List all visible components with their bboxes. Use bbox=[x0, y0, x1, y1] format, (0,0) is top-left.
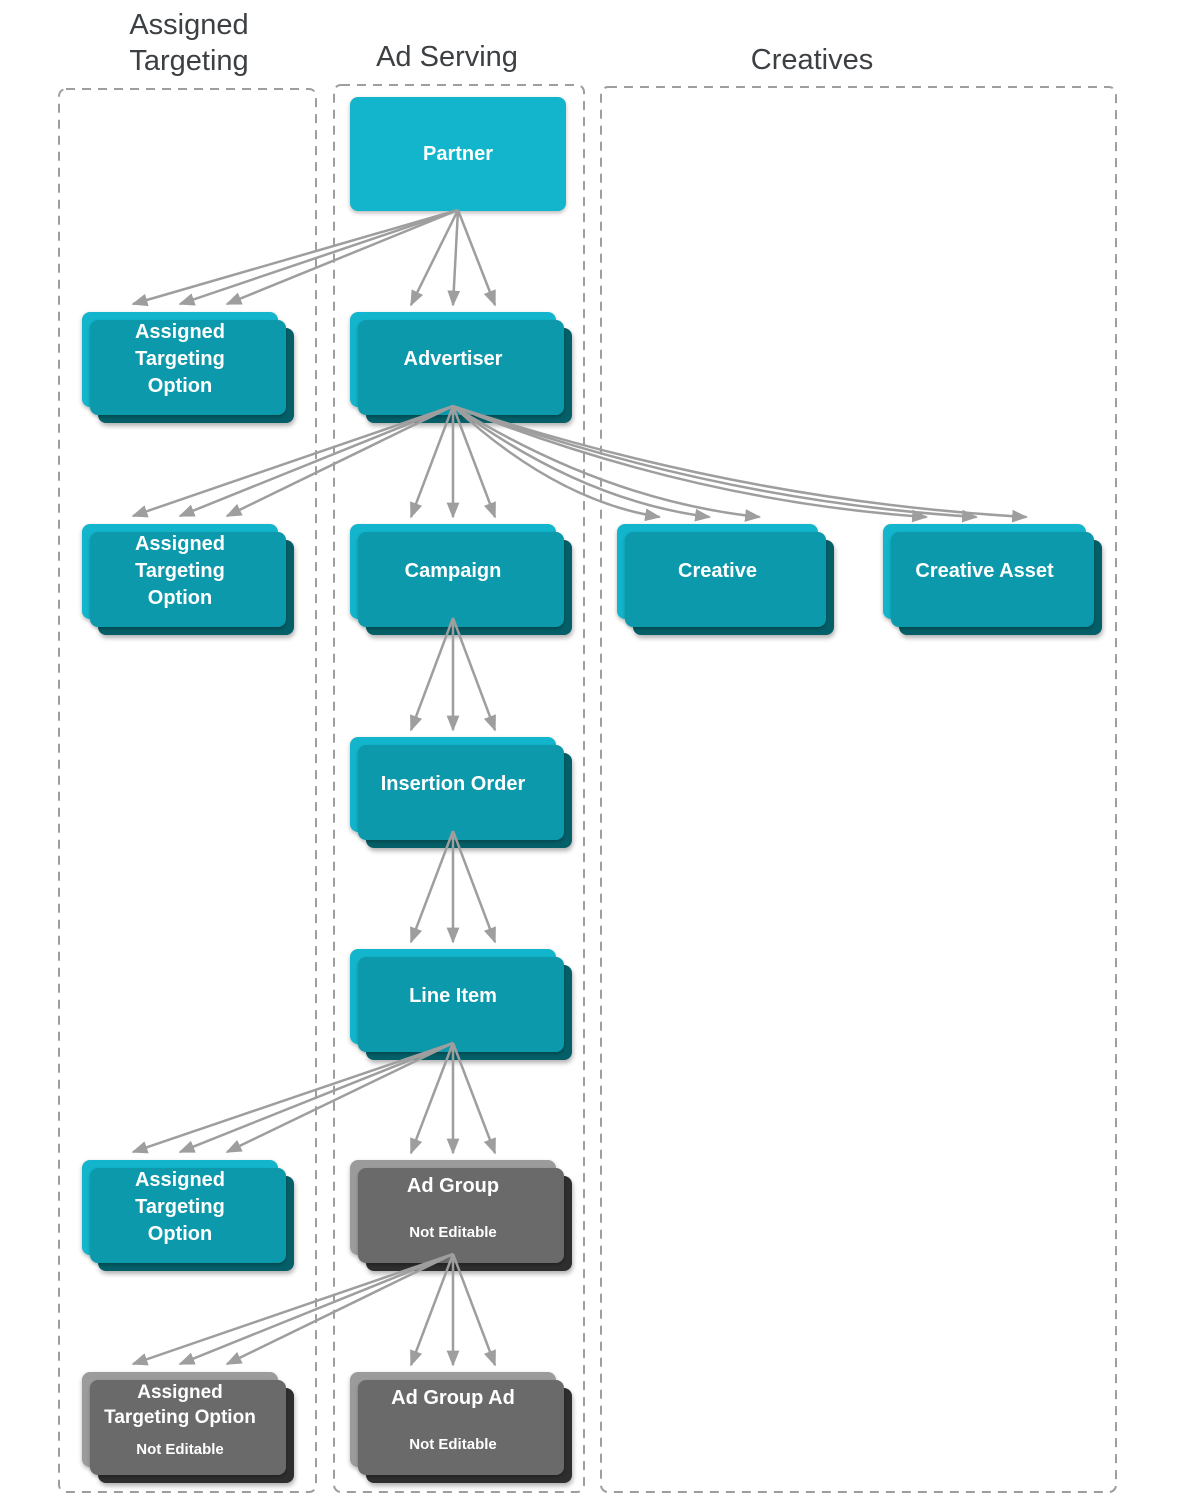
node-label: Assigned Targeting Option bbox=[134, 533, 226, 609]
node-sublabel-not-editable: Not Editable bbox=[409, 1223, 497, 1241]
node-sublabel-not-editable: Not Editable bbox=[409, 1435, 497, 1453]
node-label: Assigned Targeting Option bbox=[134, 1169, 226, 1245]
node-creative: Creative bbox=[617, 524, 818, 619]
node-line-item: Line Item bbox=[350, 949, 556, 1044]
node-label: Insertion Order bbox=[380, 773, 526, 796]
node-label: Ad Group Ad bbox=[391, 1387, 515, 1410]
node-sublabel-not-editable: Not Editable bbox=[136, 1441, 224, 1459]
node-ad-group: Ad Group Not Editable bbox=[350, 1160, 556, 1255]
node-campaign: Campaign bbox=[350, 524, 556, 619]
creatives-container bbox=[600, 86, 1117, 1493]
node-partner: Partner bbox=[350, 97, 566, 211]
ad-serving-container bbox=[333, 84, 585, 1493]
node-label: Assigned Targeting Option bbox=[104, 1381, 256, 1428]
assigned-targeting-container bbox=[58, 88, 317, 1493]
column-title-ad-serving: Ad Serving bbox=[376, 41, 518, 73]
node-assigned-targeting-option-3: Assigned Targeting Option bbox=[82, 1160, 278, 1255]
node-label: Campaign bbox=[404, 560, 502, 583]
node-ad-group-ad: Ad Group Ad Not Editable bbox=[350, 1372, 556, 1467]
node-insertion-order: Insertion Order bbox=[350, 737, 556, 832]
node-advertiser: Advertiser bbox=[350, 312, 556, 407]
node-assigned-targeting-option-4: Assigned Targeting Option Not Editable bbox=[82, 1372, 278, 1467]
node-label: Creative bbox=[678, 560, 757, 583]
node-assigned-targeting-option-2: Assigned Targeting Option bbox=[82, 524, 278, 619]
node-assigned-targeting-option-1: Assigned Targeting Option bbox=[82, 312, 278, 407]
node-label: Line Item bbox=[409, 985, 497, 1008]
node-label: Assigned Targeting Option bbox=[134, 321, 226, 397]
column-title-creatives: Creatives bbox=[750, 44, 874, 76]
node-label: Advertiser bbox=[403, 348, 503, 371]
node-label: Partner bbox=[422, 142, 494, 165]
node-label: Creative Asset bbox=[915, 560, 1054, 583]
column-title-assigned-targeting: Assigned Targeting bbox=[129, 9, 249, 77]
node-label: Ad Group bbox=[406, 1175, 500, 1198]
node-creative-asset: Creative Asset bbox=[883, 524, 1086, 619]
